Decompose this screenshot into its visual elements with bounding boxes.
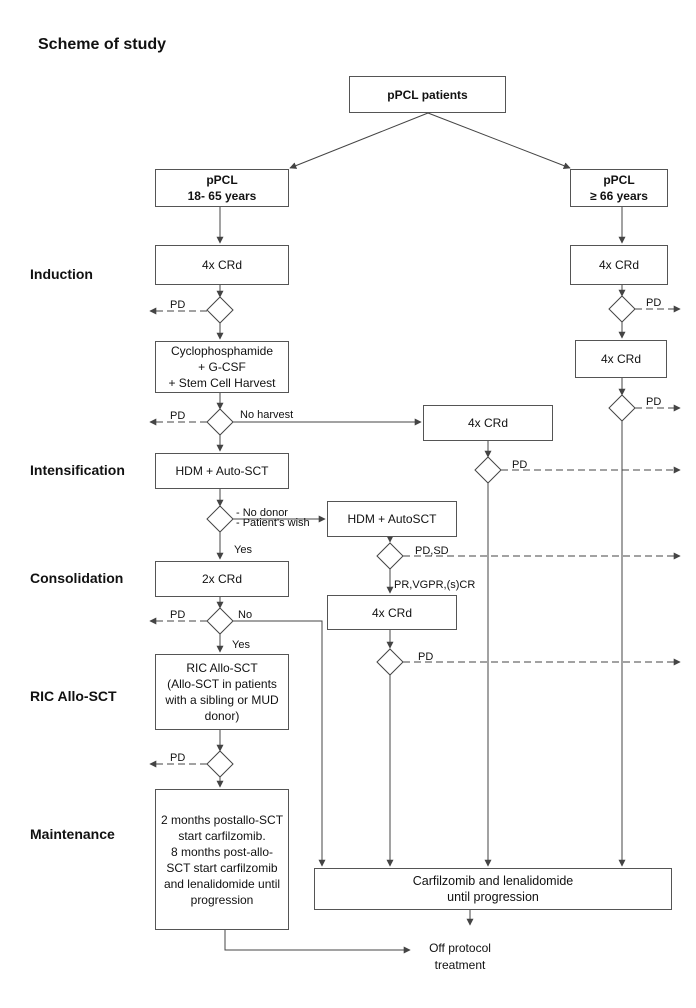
label-pd: PD bbox=[170, 752, 186, 764]
box-maintenance: 2 months postallo-SCT start carfilzomib.… bbox=[155, 789, 289, 930]
decision-diamond bbox=[376, 542, 404, 570]
off-protocol-text: Off protocol treatment bbox=[429, 941, 491, 972]
box-old-crd-2: 4x CRd bbox=[575, 340, 667, 378]
box-hdm-autosct: HDM + AutoSCT bbox=[327, 501, 457, 537]
stage-intensification: Intensification bbox=[30, 462, 125, 478]
label-pd-sd: PD,SD bbox=[415, 545, 449, 557]
box-ric-allo-sct: RIC Allo-SCT (Allo-SCT in patients with … bbox=[155, 654, 289, 730]
box-pcl-66-plus: pPCL ≥ 66 years bbox=[570, 169, 668, 207]
box-pcl-18-65: pPCL 18- 65 years bbox=[155, 169, 289, 207]
box-no-harvest-crd: 4x CRd bbox=[423, 405, 553, 441]
decision-diamond bbox=[206, 505, 234, 533]
label-pd: PD bbox=[170, 410, 186, 422]
label-pd: PD bbox=[646, 396, 662, 408]
box-cyclophosphamide: Cyclophosphamide + G-CSF + Stem Cell Har… bbox=[155, 341, 289, 393]
decision-diamond bbox=[608, 295, 636, 323]
box-old-crd-1: 4x CRd bbox=[570, 245, 668, 285]
label-yes: Yes bbox=[234, 544, 252, 556]
stage-maintenance: Maintenance bbox=[30, 826, 115, 842]
label-pd: PD bbox=[418, 651, 434, 663]
box-hdm-auto-sct: HDM + Auto-SCT bbox=[155, 453, 289, 489]
box-carfilzomib-lenalidomide: Carfilzomib and lenalidomide until progr… bbox=[314, 868, 672, 910]
decision-diamond bbox=[206, 296, 234, 324]
decision-diamond bbox=[376, 648, 404, 676]
label-pd: PD bbox=[170, 609, 186, 621]
stage-ric-allo-sct: RIC Allo-SCT bbox=[30, 688, 117, 704]
stage-consolidation: Consolidation bbox=[30, 570, 124, 586]
label-no-donor: - No donor - Patient's wish bbox=[236, 507, 310, 529]
decision-diamond bbox=[206, 607, 234, 635]
decision-diamond bbox=[474, 456, 502, 484]
label-no: No bbox=[238, 609, 253, 621]
label-response: PR,VGPR,(s)CR bbox=[394, 579, 476, 591]
label-yes: Yes bbox=[232, 639, 250, 651]
label-no-harvest: No harvest bbox=[240, 409, 294, 421]
box-consolidation-crd: 2x CRd bbox=[155, 561, 289, 597]
label-pd: PD bbox=[646, 297, 662, 309]
stage-induction: Induction bbox=[30, 266, 93, 282]
page-title: Scheme of study bbox=[38, 36, 167, 53]
label-pd: PD bbox=[512, 459, 528, 471]
decision-diamond bbox=[206, 408, 234, 436]
box-induction-crd: 4x CRd bbox=[155, 245, 289, 285]
box-pcl-patients: pPCL patients bbox=[349, 76, 506, 113]
decision-diamond bbox=[608, 394, 636, 422]
label-pd: PD bbox=[170, 299, 186, 311]
decision-diamond bbox=[206, 750, 234, 778]
box-mid-crd: 4x CRd bbox=[327, 595, 457, 630]
